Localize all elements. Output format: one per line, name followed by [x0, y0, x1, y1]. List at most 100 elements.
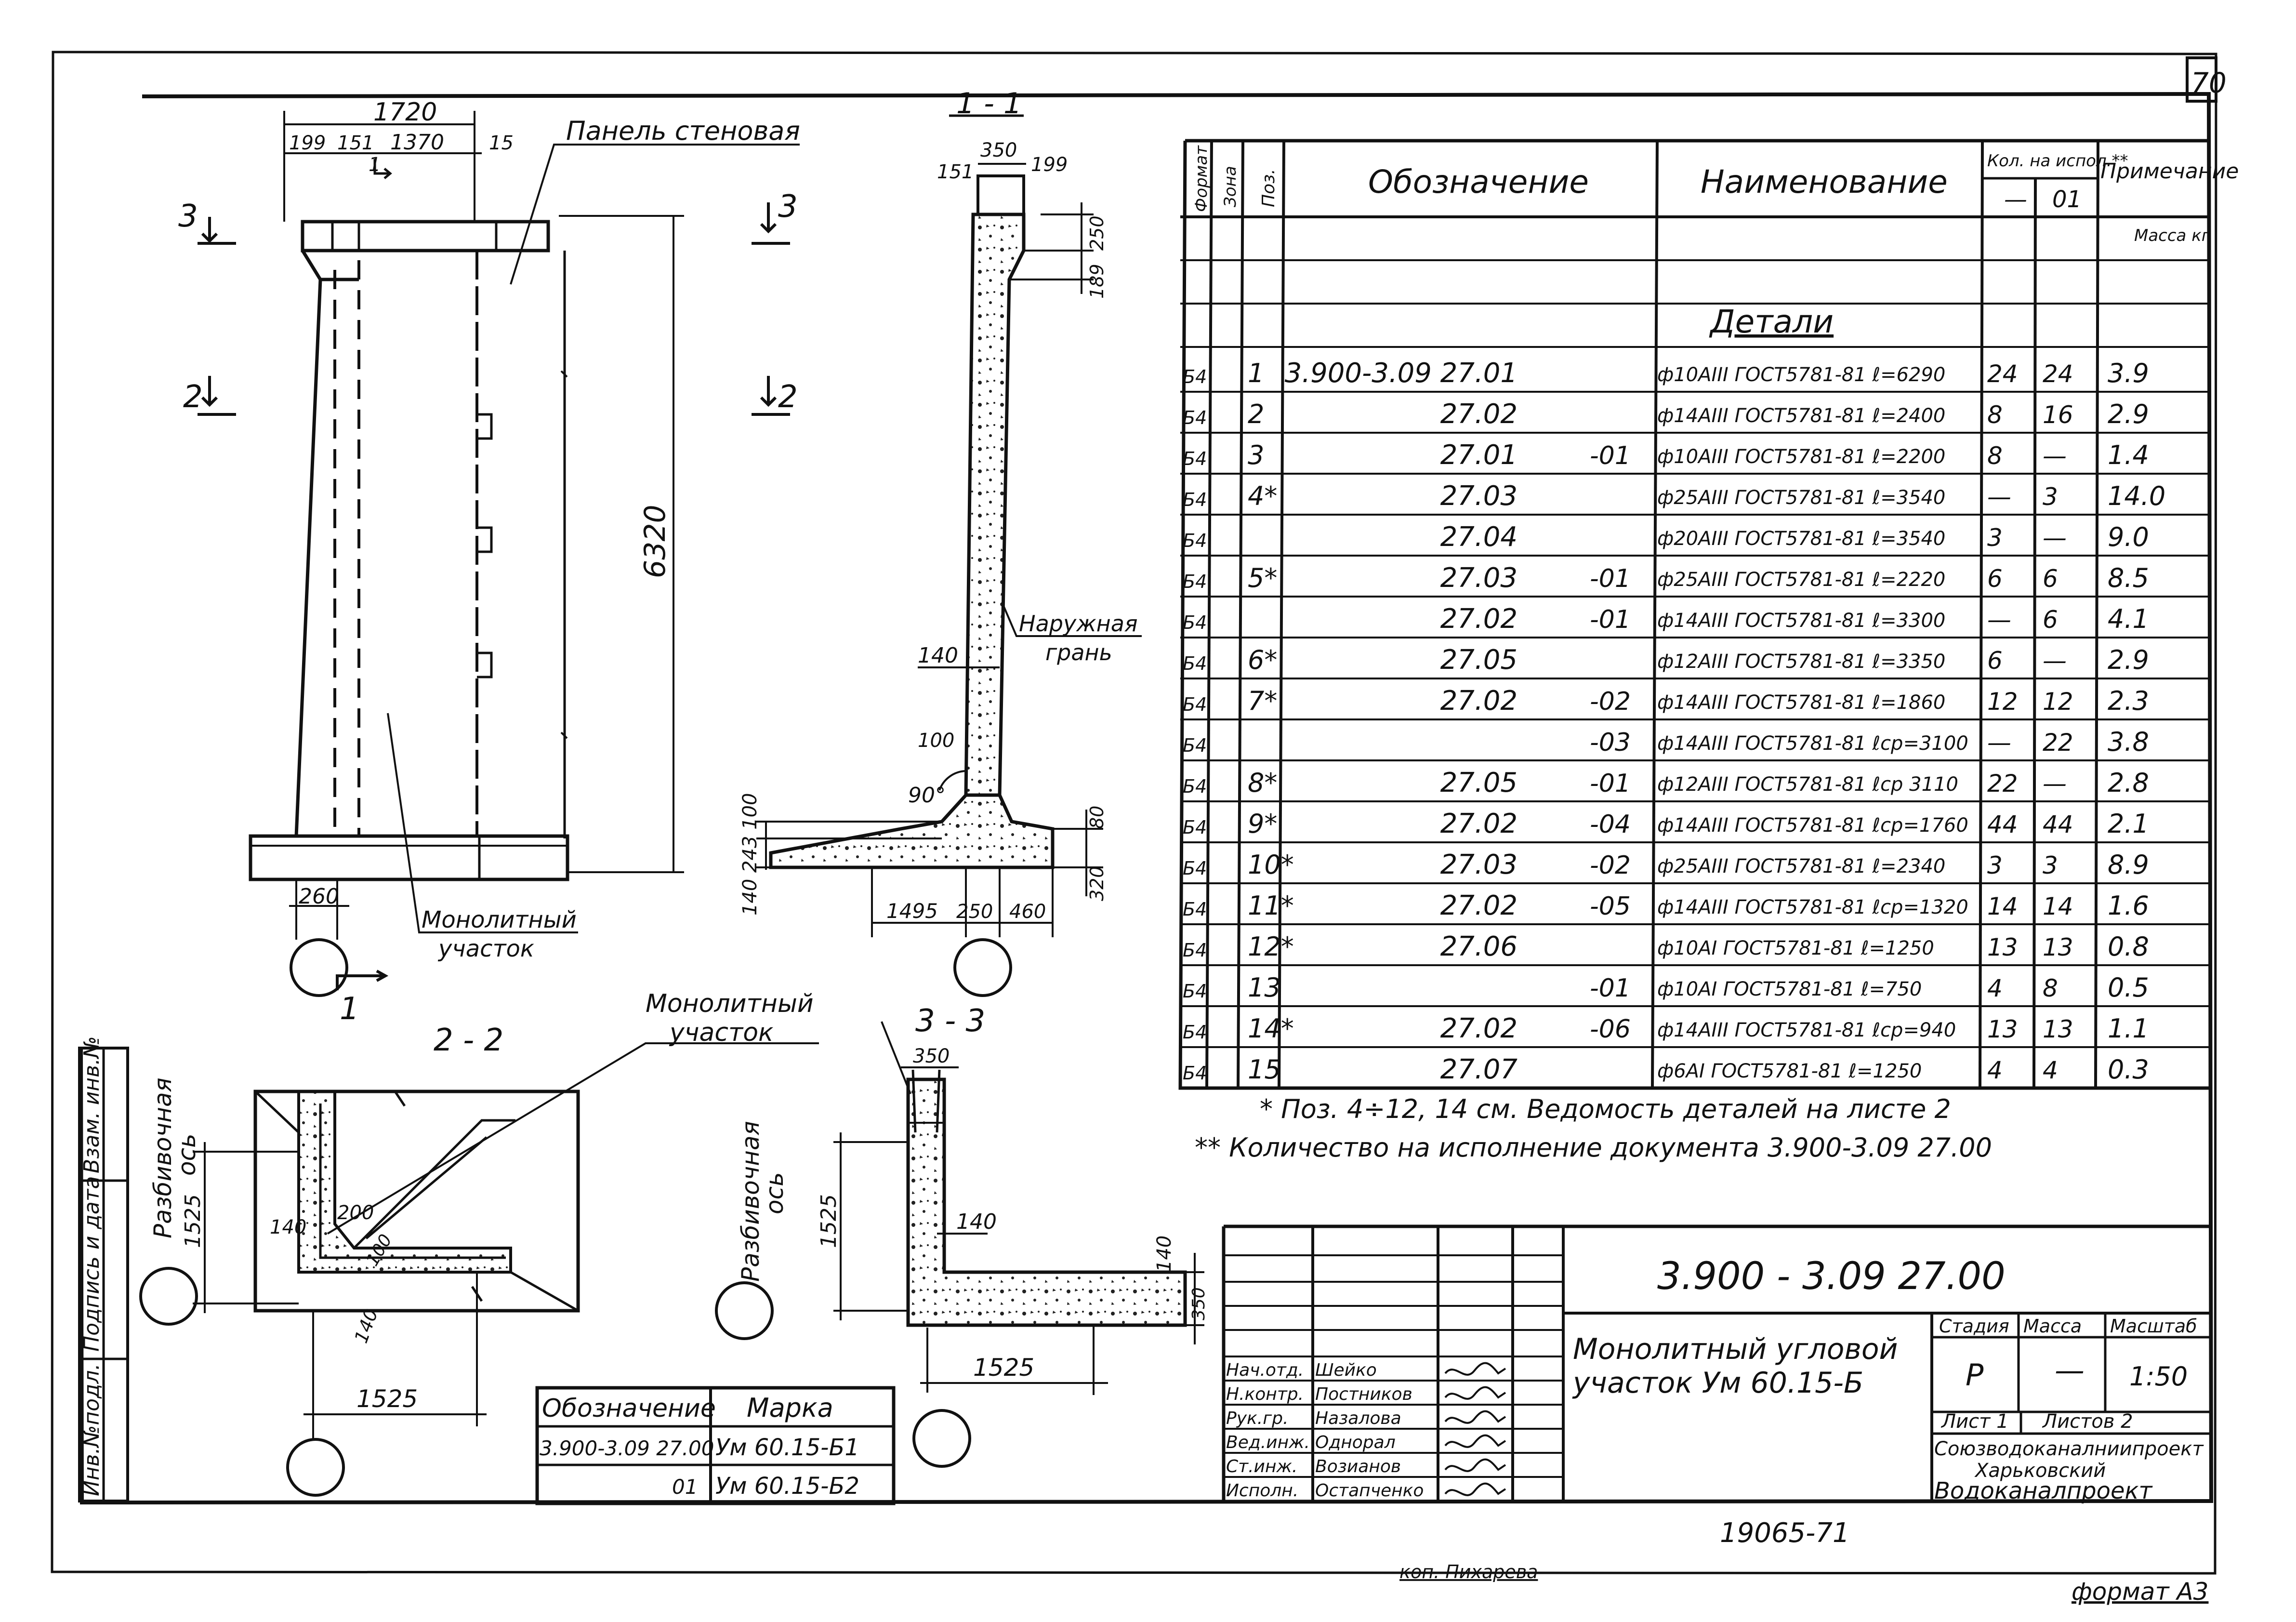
dim-1370: 1370 [390, 130, 444, 155]
spec-cell-designation: 27.04 [1440, 521, 1517, 553]
section-mark-2-right: 2 [778, 379, 798, 415]
sheets-label: Листов 2 [2042, 1410, 2133, 1433]
side-stamp-label-sign: Подпись и дата [79, 1176, 104, 1352]
spec-cell-format: Б4 [1183, 1063, 1207, 1084]
spec-cell-name: ф14АIII ГОСТ5781-81 ℓср=1320 [1657, 896, 1968, 918]
spec-cell-pos: 5* [1248, 563, 1277, 593]
s22-axis-label-1: Разбивочная [149, 1077, 177, 1238]
dim-1720: 1720 [373, 98, 437, 127]
spec-cell-qty-01: — [2043, 770, 2067, 798]
spec-cell-note: 2.1 [2108, 809, 2149, 839]
section-mark-2-left: 2 [183, 379, 203, 415]
spec-cell-pos: 11* [1248, 891, 1294, 921]
section-3-3-title: 3 - 3 [915, 1003, 985, 1039]
sheet-number: 70 [2191, 66, 2227, 99]
s33-dim-140: 140 [956, 1210, 997, 1234]
spec-cell-format: Б4 [1183, 653, 1207, 674]
signature-scribble [1444, 1482, 1506, 1496]
spec-cell-note: 14.0 [2108, 481, 2165, 511]
s33-dim-140b: 140 [1153, 1236, 1175, 1272]
spec-cell-format: Б4 [1183, 735, 1207, 756]
spec-header-note-sub: Масса кг [2134, 226, 2211, 245]
signature-row: Нач.отд.Шейко [1226, 1360, 1506, 1380]
spec-table [1178, 139, 2209, 1090]
signature-row: Исполн.Остапченко [1226, 1481, 1506, 1501]
signature-row: Ст.инж.Возианов [1226, 1457, 1506, 1476]
spec-cell-name: ф6АI ГОСТ5781-81 ℓ=1250 [1657, 1060, 1922, 1082]
spec-cell-pos: 4* [1248, 481, 1277, 511]
marks-table [535, 1386, 896, 1505]
spec-cell-name: ф14АIII ГОСТ5781-81 ℓср=3100 [1657, 732, 1968, 755]
spec-header-zone: Зона [1221, 166, 1240, 207]
s11-angle-90: 90° [908, 783, 946, 808]
spec-cell-qty-01: 12 [2043, 688, 2073, 716]
spec-cell-note: 8.9 [2108, 850, 2149, 880]
spec-cell-designation: 27.03 [1440, 562, 1517, 594]
spec-cell-designation: 27.02 [1440, 890, 1517, 921]
spec-header-format: Формат [1192, 145, 1211, 212]
spec-cell-name: ф25АIII ГОСТ5781-81 ℓ=2220 [1657, 569, 1945, 591]
spec-cell-suffix: -06 [1590, 1015, 1631, 1044]
org-line-1: Союзводоканалниипроект [1934, 1438, 2204, 1460]
spec-cell-format: Б4 [1183, 407, 1207, 428]
spec-cell-name: ф25АIII ГОСТ5781-81 ℓ=2340 [1657, 855, 1945, 877]
s33-dim-1525v: 1525 [817, 1194, 841, 1248]
spec-cell-suffix: -05 [1590, 892, 1631, 921]
spec-cell-format: Б4 [1183, 489, 1207, 510]
dim-15: 15 [489, 132, 514, 154]
spec-cell-qty: 22 [1987, 770, 2018, 798]
spec-cell-qty: 3 [1987, 524, 2003, 552]
s22-axis-label-2: ось [173, 1133, 201, 1176]
spec-cell-designation: 27.03 [1440, 480, 1517, 512]
s33-dim-1525h: 1525 [973, 1354, 1034, 1382]
title-block [1222, 1224, 2211, 1502]
spec-cell-note: 2.3 [2108, 686, 2149, 716]
section-1-1-title: 1 - 1 [956, 87, 1022, 120]
spec-cell-qty: 14 [1987, 892, 2018, 920]
side-stamp-label-inv: Инв.№подл. [79, 1363, 104, 1496]
marks-row-1-mark: Ум 60.15-Б1 [715, 1434, 859, 1461]
spec-cell-pos: 7* [1248, 686, 1277, 716]
s11-dim-320: 320 [1086, 866, 1108, 901]
spec-cell-pos: 10* [1248, 850, 1294, 880]
spec-header-designation: Обозначение [1368, 163, 1589, 200]
spec-cell-name: ф25АIII ГОСТ5781-81 ℓ=3540 [1657, 487, 1945, 509]
spec-cell-name: ф10АI ГОСТ5781-81 ℓ=750 [1657, 978, 1922, 1000]
spec-cell-qty-01: 13 [2043, 1015, 2073, 1043]
spec-cell-designation: 27.02 [1440, 603, 1517, 635]
marks-row-1-designation: 3.900-3.09 27.00 [540, 1436, 714, 1460]
spec-cell-format: Б4 [1183, 940, 1207, 961]
spec-cell-note: 8.5 [2108, 563, 2149, 593]
spec-cell-note: 2.8 [2108, 768, 2149, 798]
spec-cell-qty: — [1987, 729, 2011, 757]
spec-cell-qty: 24 [1987, 360, 2018, 388]
spec-cell-format: Б4 [1183, 899, 1207, 920]
spec-cell-note: 3.9 [2108, 358, 2149, 388]
spec-cell-qty: 8 [1987, 401, 2003, 429]
spec-cell-pos: 2 [1248, 399, 1264, 429]
signature-name: Постников [1315, 1384, 1412, 1404]
spec-header-qty: Кол. на испол.** [1987, 151, 2128, 171]
sheet-number-box [2186, 56, 2217, 103]
spec-cell-designation: 27.02 [1440, 1013, 1517, 1044]
spec-cell-pos: 6* [1248, 645, 1277, 675]
spec-cell-name: ф10АIII ГОСТ5781-81 ℓ=6290 [1657, 364, 1945, 386]
spec-section-title: Детали [1709, 303, 1834, 340]
outer-face-label-1: Наружная [1019, 611, 1138, 637]
spec-cell-qty-01: 3 [2043, 483, 2058, 511]
spec-cell-suffix: -01 [1590, 769, 1631, 798]
spec-cell-qty-01: — [2043, 442, 2067, 470]
spec-cell-designation: 27.06 [1440, 931, 1517, 962]
spec-cell-designation: 27.02 [1440, 685, 1517, 717]
spec-cell-name: ф14АIII ГОСТ5781-81 ℓср=1760 [1657, 814, 1968, 837]
s33-dim-350: 350 [913, 1045, 950, 1067]
signature-name: Однорал [1315, 1433, 1396, 1452]
spec-cell-designation: 27.05 [1440, 644, 1517, 676]
spec-cell-qty: 4 [1987, 1056, 2003, 1084]
